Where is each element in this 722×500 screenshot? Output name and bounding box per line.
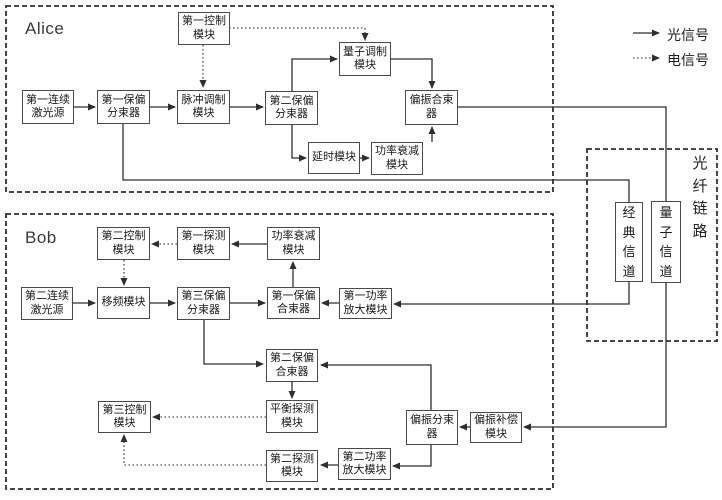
bob-boundary xyxy=(5,213,554,490)
node-label: 第二保偏合束器 xyxy=(270,352,314,378)
node-power-attenuation-module-alice: 功率衰减模块 xyxy=(371,142,423,175)
node-pulse-modulation-module: 脉冲调制模块 xyxy=(177,90,230,124)
node-first-cw-laser: 第一连续激光源 xyxy=(22,90,74,124)
node-label: 第一控制模块 xyxy=(182,15,226,41)
node-second-pm-beam-splitter: 第二保偏分束器 xyxy=(265,91,318,125)
node-first-pm-beam-combiner: 第一保偏合束器 xyxy=(267,287,320,319)
node-label: 偏振分束器 xyxy=(410,414,454,440)
link-pbs3-to-pol-combiner2 xyxy=(203,320,264,368)
node-third-pm-beam-splitter: 第三保偏分束器 xyxy=(177,287,230,320)
link-pol-splitter-to-pol-combiner2 xyxy=(320,361,432,410)
link-pbs2-to-delay xyxy=(291,125,307,162)
node-label: 第二探测模块 xyxy=(270,452,314,478)
fiber-link-boundary xyxy=(586,148,718,342)
link-pbs1-to-classical-channel xyxy=(122,124,630,202)
node-label: 经典信道 xyxy=(622,205,636,279)
legend-optical-label: 光信号 xyxy=(667,27,709,43)
node-label: 第二功率放大模块 xyxy=(342,450,387,476)
node-label: 第一保偏分束器 xyxy=(101,93,146,119)
node-label: 延时模块 xyxy=(312,151,356,164)
node-second-power-amplifier-module: 第二功率放大模块 xyxy=(338,448,391,480)
node-balanced-detection-module: 平衡探测模块 xyxy=(266,400,318,433)
link-classical-channel-to-amp1 xyxy=(393,282,630,308)
node-quantum-channel: 量子信道 xyxy=(651,201,681,283)
node-label: 量子调制模块 xyxy=(343,45,387,71)
node-label: 第二保偏分束器 xyxy=(269,94,314,120)
node-label: 第一功率放大模块 xyxy=(343,290,388,316)
node-delay-module: 延时模块 xyxy=(308,142,360,174)
bob-title: Bob xyxy=(25,228,57,247)
alice-boundary xyxy=(5,5,554,193)
node-power-attenuation-module-bob: 功率衰减模块 xyxy=(267,227,320,260)
node-polarization-splitter: 偏振分束器 xyxy=(406,410,458,445)
link-quantum-mod-to-pol-combiner xyxy=(391,58,436,89)
node-label: 量子信道 xyxy=(659,205,673,279)
node-second-detection-module: 第二探测模块 xyxy=(266,450,318,482)
fiber-link-title: 光纤链路 xyxy=(692,155,708,240)
node-label: 功率衰减模块 xyxy=(271,230,316,256)
node-label: 移频模块 xyxy=(101,296,146,309)
node-label: 偏振合束器 xyxy=(409,94,454,120)
node-label: 平衡探测模块 xyxy=(270,403,314,429)
node-label: 第二控制模块 xyxy=(101,230,146,256)
link-det2-to-ctrl3 xyxy=(120,434,266,466)
node-label: 第三保偏分束器 xyxy=(181,290,226,316)
node-first-power-amplifier-module: 第一功率放大模块 xyxy=(339,288,392,319)
node-label: 第二连续激光源 xyxy=(25,290,69,316)
node-polarization-compensation-module: 偏振补偿模块 xyxy=(470,412,522,443)
node-label: 偏振补偿模块 xyxy=(474,414,518,440)
node-label: 脉冲调制模块 xyxy=(181,93,226,119)
node-first-detection-module: 第一探测模块 xyxy=(177,227,230,260)
node-third-control-module: 第三控制模块 xyxy=(98,401,151,433)
node-label: 第三控制模块 xyxy=(102,403,147,429)
node-second-pm-beam-combiner: 第二保偏合束器 xyxy=(266,349,318,382)
node-polarization-combiner: 偏振合束器 xyxy=(405,90,458,125)
node-first-pm-beam-splitter: 第一保偏分束器 xyxy=(97,90,150,124)
node-first-control-module: 第一控制模块 xyxy=(178,12,230,45)
link-pol-splitter-to-amp2 xyxy=(392,445,432,470)
link-pbs2-to-quantum-mod xyxy=(291,55,338,91)
legend-electrical-label: 电信号 xyxy=(667,52,709,68)
node-label: 第一保偏合束器 xyxy=(271,289,316,315)
node-label: 第一探测模块 xyxy=(181,230,226,256)
node-quantum-modulation-module: 量子调制模块 xyxy=(339,42,391,76)
node-second-control-module: 第二控制模块 xyxy=(97,227,150,260)
link-ctrl1-to-quantum-mod xyxy=(229,27,369,41)
node-label: 第一连续激光源 xyxy=(26,93,70,119)
node-frequency-shift-module: 移频模块 xyxy=(97,287,150,319)
node-classical-channel: 经典信道 xyxy=(615,202,643,282)
node-second-cw-laser: 第二连续激光源 xyxy=(21,287,73,320)
alice-title: Alice xyxy=(25,19,65,38)
node-label: 功率衰减模块 xyxy=(375,145,419,171)
